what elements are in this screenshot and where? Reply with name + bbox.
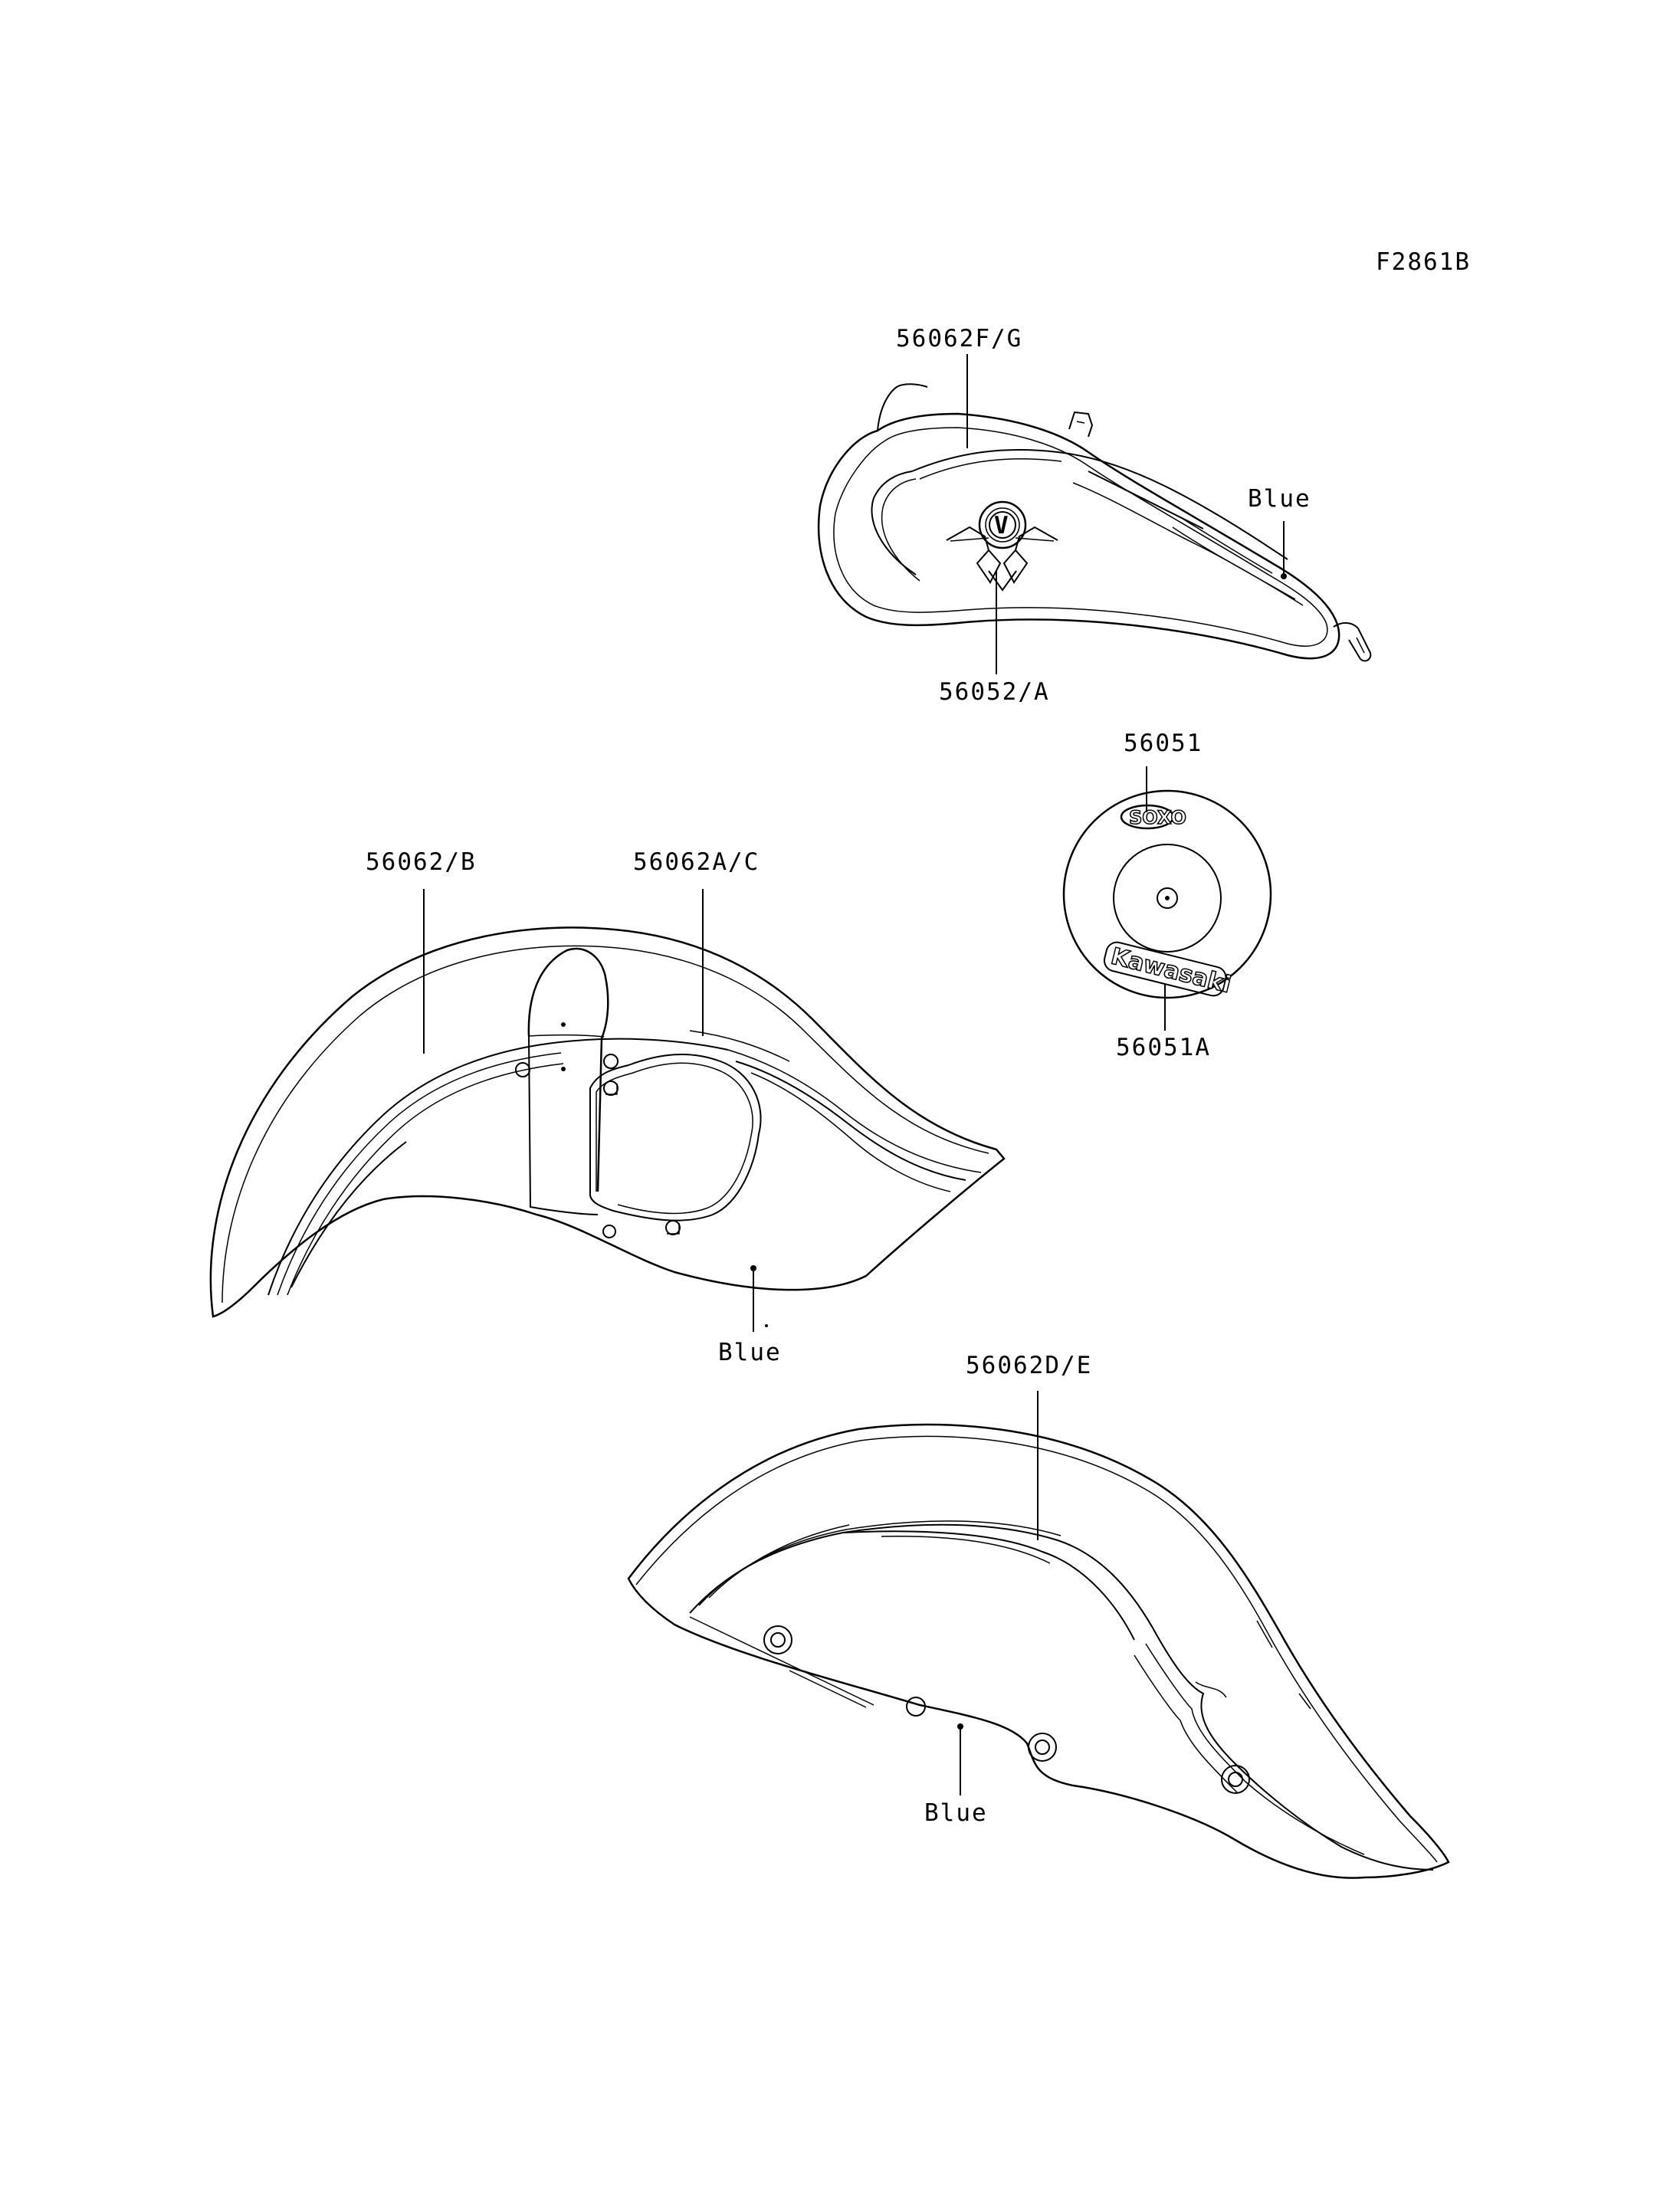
rear-fender xyxy=(627,1391,1450,1879)
label-tank-emblem: 56052/A xyxy=(939,678,1050,706)
label-front-stripe-left: 56062/B xyxy=(366,848,477,876)
tank-badge-letter: V xyxy=(994,512,1011,539)
label-rear-color: Blue xyxy=(924,1799,988,1827)
tank-emblem: V xyxy=(946,500,1058,592)
label-rear-stripe: 56062D/E xyxy=(966,1352,1092,1379)
label-tank-color: Blue xyxy=(1248,485,1311,513)
rear-fender-holes xyxy=(763,1625,1250,1794)
side-cover: SOXO Kawasaki xyxy=(1062,766,1272,1031)
cover-top-logo: SOXO xyxy=(1129,807,1186,828)
front-fender xyxy=(209,889,1006,1332)
label-cover-top: 56051 xyxy=(1124,730,1203,757)
label-front-stripe-right: 56062A/C xyxy=(633,848,760,876)
figure-code: F2861B xyxy=(1376,248,1471,276)
fuel-tank: V xyxy=(817,354,1372,674)
label-cover-bottom: 56051A xyxy=(1116,1034,1211,1061)
label-tank-stripe: 56062F/G xyxy=(896,325,1022,353)
label-front-color: Blue xyxy=(718,1339,782,1366)
